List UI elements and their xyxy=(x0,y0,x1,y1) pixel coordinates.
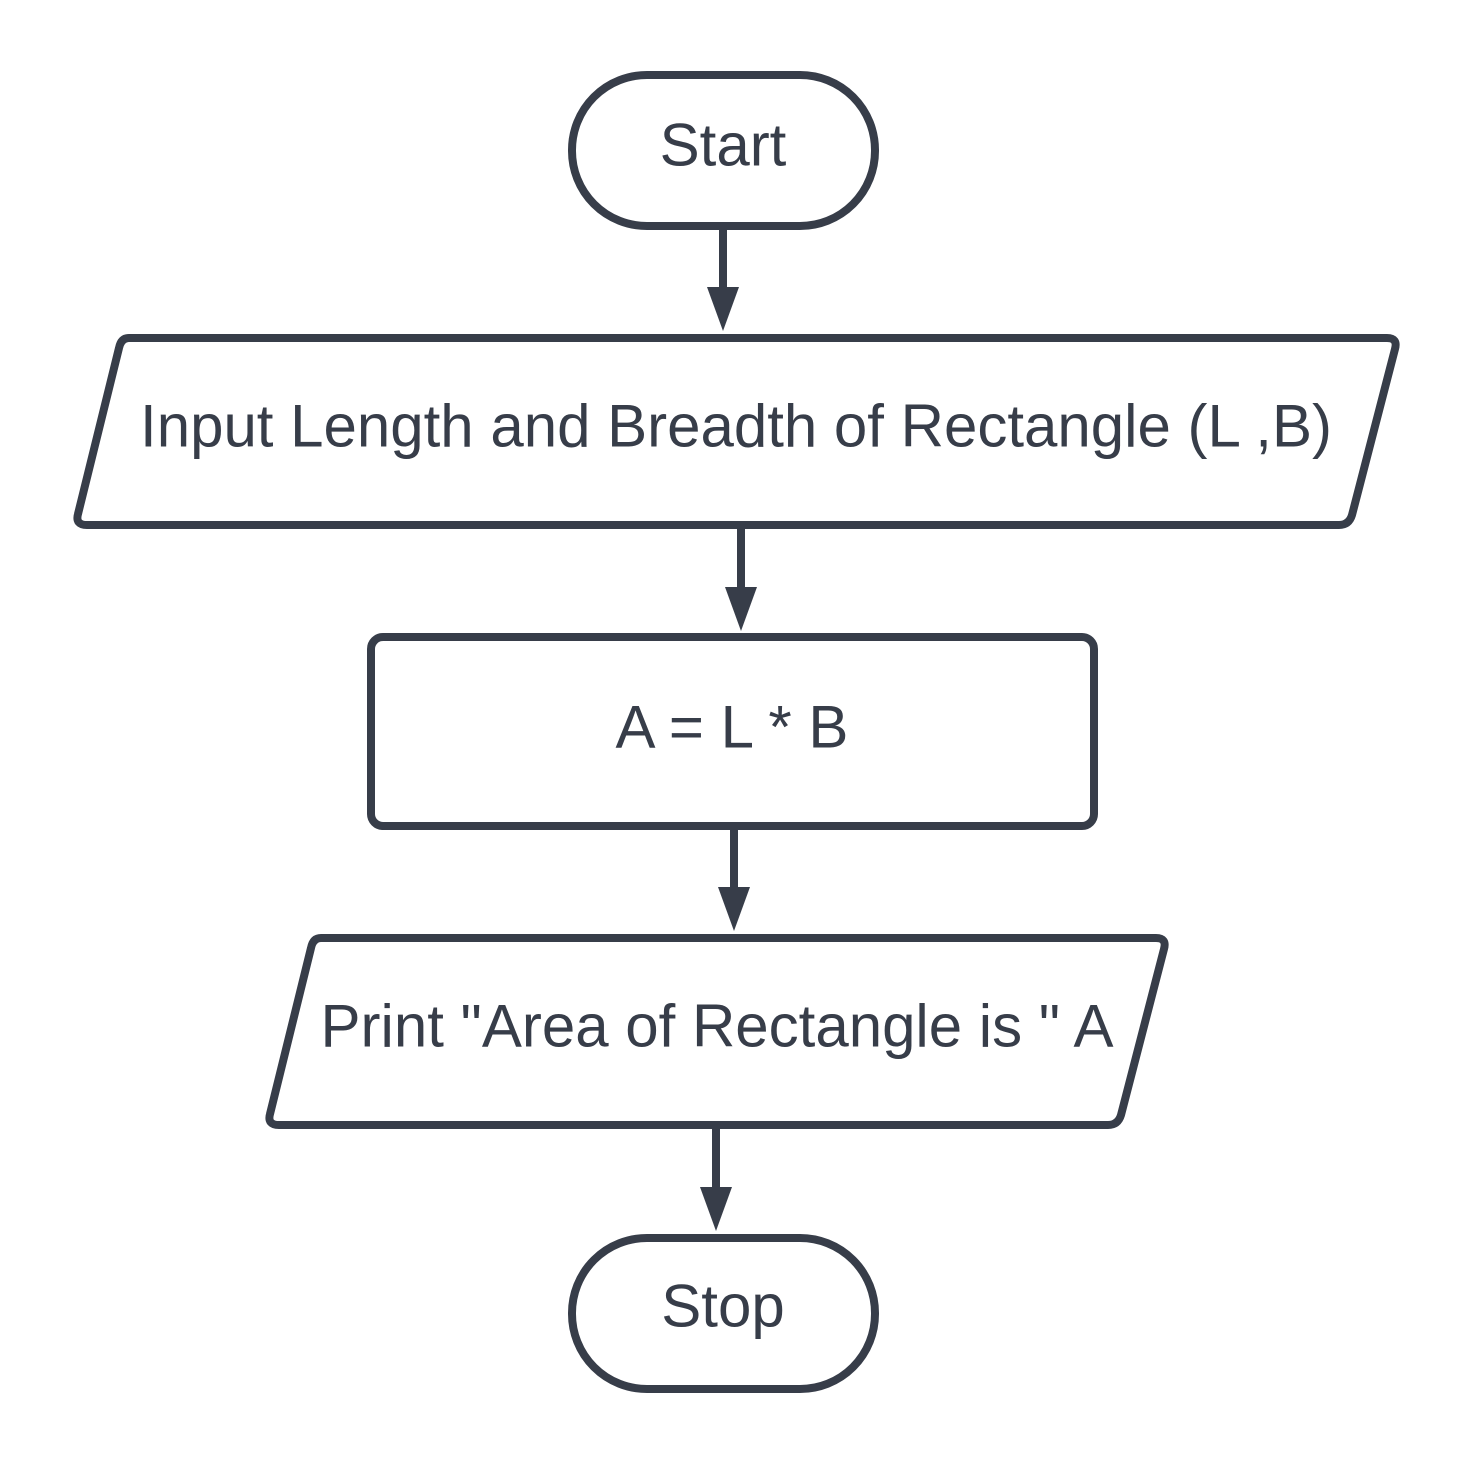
start-node[interactable]: Start xyxy=(568,71,879,230)
connector-input-process xyxy=(725,526,757,631)
stop-label: Stop xyxy=(661,1273,784,1340)
output-parallelogram-shape xyxy=(265,934,1169,1129)
arrowhead xyxy=(707,287,739,331)
connector-process-output xyxy=(718,826,750,931)
connector-output-stop xyxy=(700,1126,732,1231)
input-node[interactable]: Input Length and Breadth of Rectangle (L… xyxy=(73,334,1400,529)
arrowhead xyxy=(718,887,750,931)
output-node[interactable]: Print "Area of Rectangle is " A xyxy=(265,934,1169,1129)
input-label: Input Length and Breadth of Rectangle (L… xyxy=(140,393,1332,460)
connector-start-input xyxy=(707,226,739,331)
arrowhead xyxy=(700,1187,732,1231)
process-label: A = L * B xyxy=(616,694,849,761)
arrowhead xyxy=(725,587,757,631)
start-label: Start xyxy=(660,112,787,179)
process-rectangle-shape xyxy=(367,633,1098,830)
stop-terminator-shape xyxy=(568,1234,879,1393)
input-parallelogram-shape xyxy=(73,334,1400,529)
stop-node[interactable]: Stop xyxy=(568,1234,879,1393)
start-terminator-shape xyxy=(568,71,879,230)
output-label: Print "Area of Rectangle is " A xyxy=(321,993,1114,1060)
process-node[interactable]: A = L * B xyxy=(367,633,1098,830)
